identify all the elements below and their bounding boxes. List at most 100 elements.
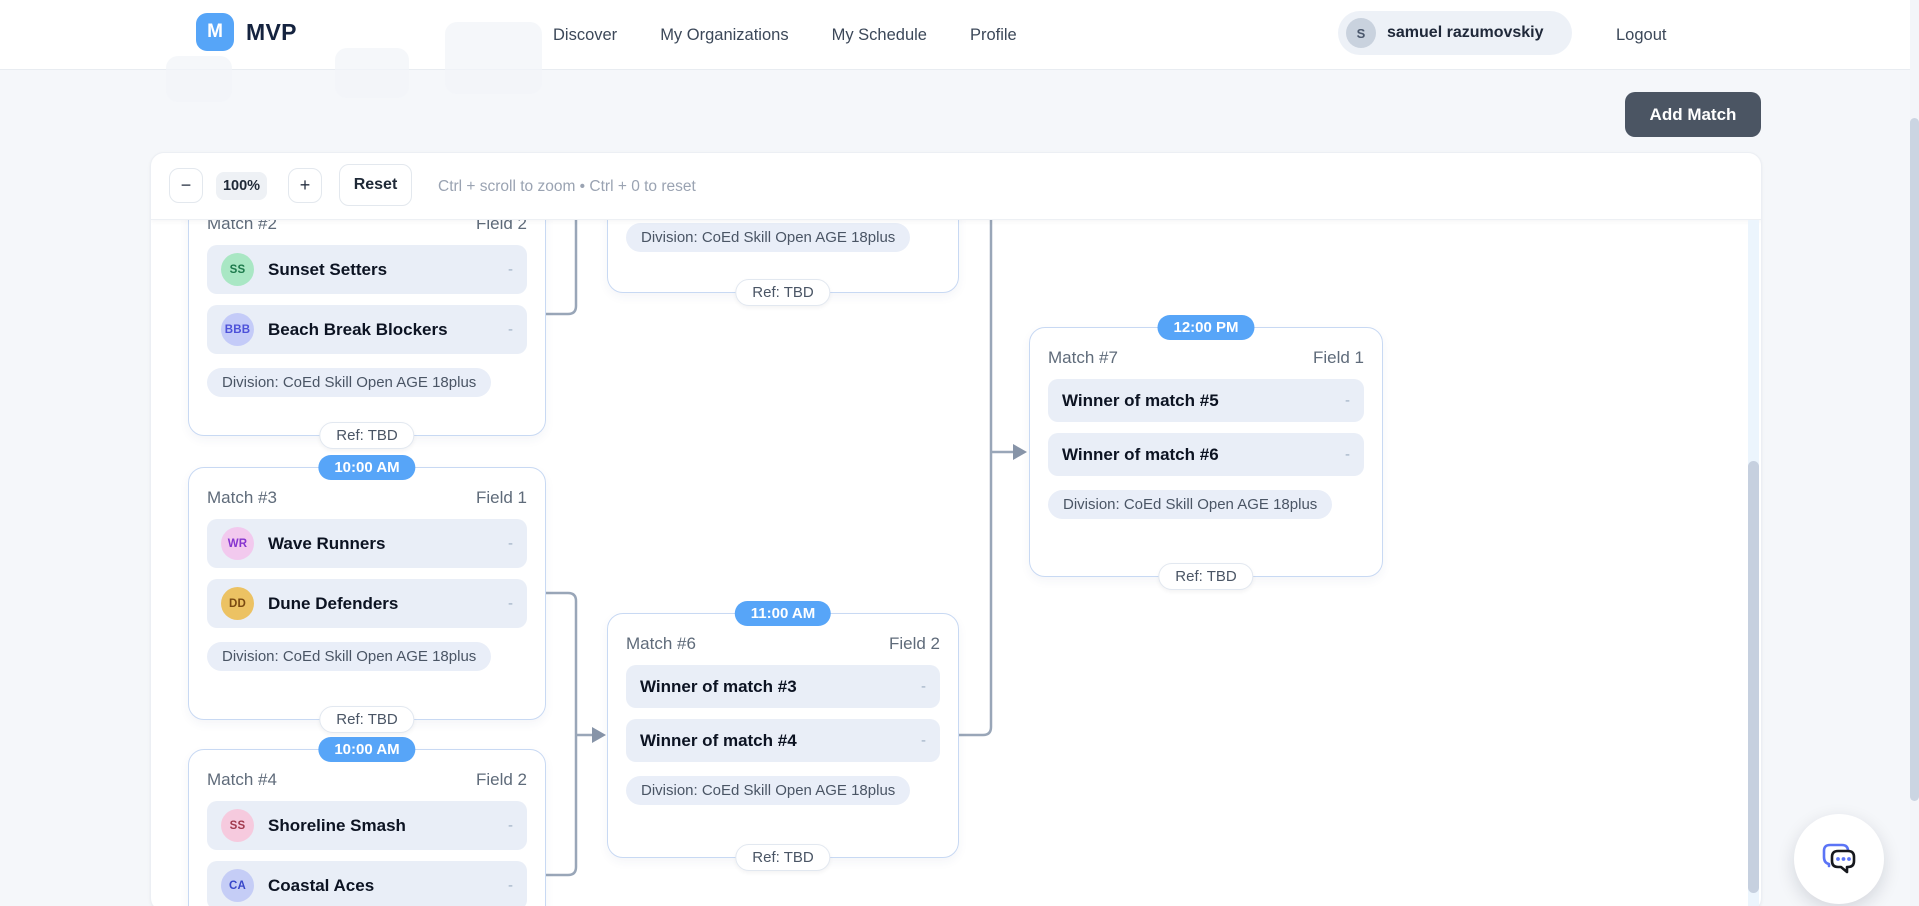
ref-pill: Ref: TBD bbox=[319, 422, 414, 449]
add-match-button[interactable]: Add Match bbox=[1625, 92, 1761, 137]
team-score: - bbox=[921, 678, 926, 695]
match-time-badge: 10:00 AM bbox=[318, 737, 415, 762]
team-row[interactable]: DD Dune Defenders- bbox=[207, 579, 527, 628]
main-nav: Discover My Organizations My Schedule Profi… bbox=[553, 0, 1017, 70]
match-field: Field 2 bbox=[889, 634, 940, 654]
user-name: samuel razumovskiy bbox=[1387, 24, 1544, 42]
match-time-badge: 12:00 PM bbox=[1157, 315, 1254, 340]
match-header: Match #7 Field 1 bbox=[1048, 348, 1364, 368]
ref-pill: Ref: TBD bbox=[735, 844, 830, 871]
team-name: Dune Defenders bbox=[268, 594, 508, 614]
zoom-level-badge: 100% bbox=[216, 172, 267, 200]
match-title: Match #6 bbox=[626, 634, 696, 654]
chat-button[interactable] bbox=[1794, 814, 1884, 904]
division-pill: Division: CoEd Skill Open AGE 18plus bbox=[207, 368, 491, 397]
team-score: - bbox=[1345, 446, 1350, 463]
mvp-logo-icon: M bbox=[196, 13, 234, 51]
app-header: M MVP Discover My Organizations My Schedul… bbox=[0, 0, 1919, 70]
team-score: - bbox=[1345, 392, 1350, 409]
team-row[interactable]: SS Sunset Setters- bbox=[207, 245, 527, 294]
team-avatar: DD bbox=[221, 587, 254, 620]
team-name: Winner of match #6 bbox=[1062, 445, 1345, 465]
match-title: Match #4 bbox=[207, 770, 277, 790]
team-score: - bbox=[508, 261, 513, 278]
match-time-badge: 11:00 AM bbox=[735, 601, 831, 626]
chat-bubbles-icon bbox=[1815, 835, 1863, 883]
team-row[interactable]: BBB Beach Break Blockers- bbox=[207, 305, 527, 354]
nav-link-my-schedule[interactable]: My Schedule bbox=[832, 26, 927, 45]
team-score: - bbox=[508, 595, 513, 612]
team-row[interactable]: Winner of match #5- bbox=[1048, 379, 1364, 422]
brand[interactable]: M MVP bbox=[196, 13, 297, 51]
ghost-shape bbox=[445, 22, 542, 94]
bracket-canvas: Match #2Field 2SSSunset Setters-BBBBeach… bbox=[150, 152, 1762, 906]
team-score: - bbox=[508, 877, 513, 894]
division-pill: Division: CoEd Skill Open AGE 18plus bbox=[626, 776, 910, 805]
page-scrollbar-thumb[interactable] bbox=[1910, 118, 1919, 801]
match-title: Match #7 bbox=[1048, 348, 1118, 368]
team-name: Winner of match #5 bbox=[1062, 391, 1345, 411]
team-score: - bbox=[921, 732, 926, 749]
match-card-m2: Match #2Field 2SSSunset Setters-BBBBeach… bbox=[188, 193, 546, 436]
team-row[interactable]: SS Shoreline Smash- bbox=[207, 801, 527, 850]
team-avatar: CA bbox=[221, 869, 254, 902]
team-name: Sunset Setters bbox=[268, 260, 508, 280]
match-card-m4: 10:00 AMMatch #4Field 2SSShoreline Smash… bbox=[188, 749, 546, 906]
team-name: Winner of match #3 bbox=[640, 677, 921, 697]
match-header: Match #3 Field 1 bbox=[207, 488, 527, 508]
nav-link-my-organizations[interactable]: My Organizations bbox=[660, 26, 788, 45]
team-name: Wave Runners bbox=[268, 534, 508, 554]
ref-pill: Ref: TBD bbox=[1158, 563, 1253, 590]
team-row[interactable]: Winner of match #4- bbox=[626, 719, 940, 762]
team-score: - bbox=[508, 321, 513, 338]
team-name: Coastal Aces bbox=[268, 876, 508, 896]
match-card-m7: 12:00 PMMatch #7Field 1Winner of match #… bbox=[1029, 327, 1383, 577]
team-name: Shoreline Smash bbox=[268, 816, 508, 836]
team-avatar: BBB bbox=[221, 313, 254, 346]
arrow-into-match7-icon bbox=[1013, 444, 1027, 460]
match-field: Field 1 bbox=[1313, 348, 1364, 368]
team-avatar: WR bbox=[221, 527, 254, 560]
arrow-into-match6-icon bbox=[592, 727, 606, 743]
page-scrollbar-track bbox=[1910, 0, 1919, 906]
user-menu[interactable]: S samuel razumovskiy bbox=[1338, 11, 1572, 55]
nav-link-discover[interactable]: Discover bbox=[553, 26, 617, 45]
team-score: - bbox=[508, 817, 513, 834]
team-score: - bbox=[508, 535, 513, 552]
team-avatar: SS bbox=[221, 253, 254, 286]
ghost-shape bbox=[335, 48, 409, 98]
division-pill: Division: CoEd Skill Open AGE 18plus bbox=[626, 223, 910, 252]
zoom-toolbar: − 100% + Reset Ctrl + scroll to zoom • C… bbox=[151, 153, 1761, 220]
zoom-in-button[interactable]: + bbox=[288, 168, 322, 203]
zoom-hint-text: Ctrl + scroll to zoom • Ctrl + 0 to rese… bbox=[438, 153, 696, 220]
team-name: Winner of match #4 bbox=[640, 731, 921, 751]
team-row[interactable]: Winner of match #6- bbox=[1048, 433, 1364, 476]
match-header: Match #4 Field 2 bbox=[207, 770, 527, 790]
match-card-m6: 11:00 AMMatch #6Field 2Winner of match #… bbox=[607, 613, 959, 858]
panel-scrollbar-thumb[interactable] bbox=[1748, 461, 1759, 893]
bracket-area: Match #2Field 2SSSunset Setters-BBBBeach… bbox=[151, 153, 1761, 906]
division-pill: Division: CoEd Skill Open AGE 18plus bbox=[207, 642, 491, 671]
division-pill: Division: CoEd Skill Open AGE 18plus bbox=[1048, 490, 1332, 519]
panel-scrollbar-track bbox=[1748, 220, 1759, 906]
brand-name: MVP bbox=[246, 19, 297, 46]
team-avatar: SS bbox=[221, 809, 254, 842]
ghost-shape bbox=[166, 56, 232, 102]
zoom-out-button[interactable]: − bbox=[169, 168, 203, 203]
match-time-badge: 10:00 AM bbox=[318, 455, 415, 480]
user-avatar: S bbox=[1346, 18, 1376, 48]
logout-button[interactable]: Logout bbox=[1616, 0, 1666, 70]
team-row[interactable]: WR Wave Runners- bbox=[207, 519, 527, 568]
zoom-reset-button[interactable]: Reset bbox=[339, 164, 412, 206]
team-row[interactable]: Winner of match #3- bbox=[626, 665, 940, 708]
match-header: Match #6 Field 2 bbox=[626, 634, 940, 654]
team-name: Beach Break Blockers bbox=[268, 320, 508, 340]
team-row[interactable]: CA Coastal Aces- bbox=[207, 861, 527, 906]
nav-link-profile[interactable]: Profile bbox=[970, 26, 1017, 45]
ref-pill: Ref: TBD bbox=[319, 706, 414, 733]
ref-pill: Ref: TBD bbox=[735, 279, 830, 306]
match-field: Field 1 bbox=[476, 488, 527, 508]
match-field: Field 2 bbox=[476, 770, 527, 790]
match-card-m3: 10:00 AMMatch #3Field 1WRWave Runners-DD… bbox=[188, 467, 546, 720]
match-title: Match #3 bbox=[207, 488, 277, 508]
